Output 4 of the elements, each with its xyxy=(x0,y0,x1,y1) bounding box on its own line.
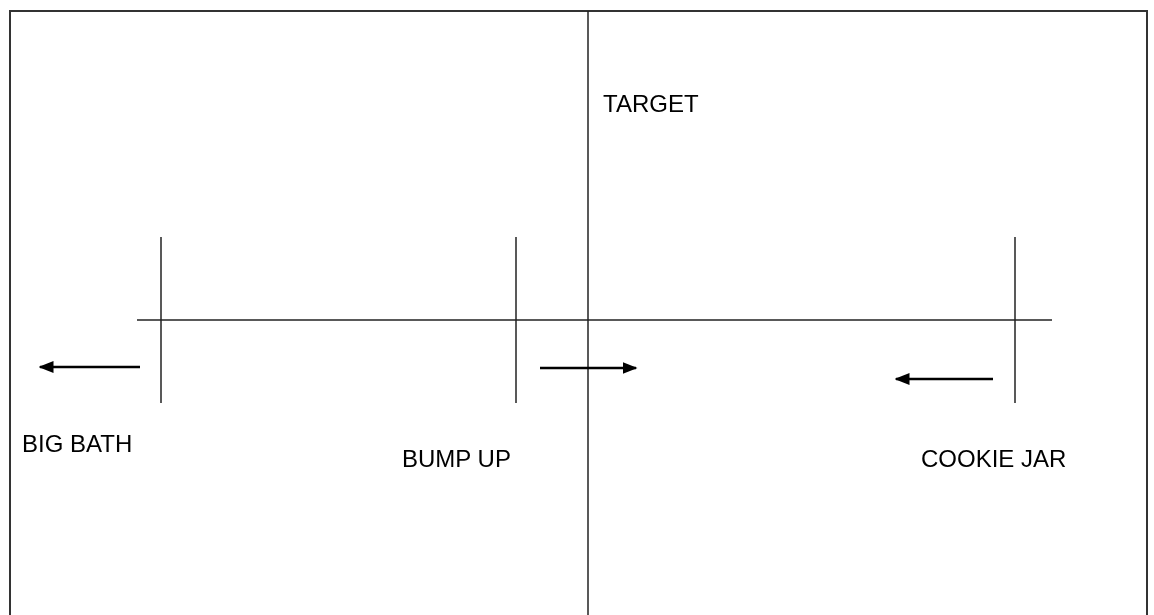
label-text: BUMP UP xyxy=(402,444,511,474)
label-text: COOKIE JAR xyxy=(921,444,1067,474)
label-text: BIG BATH xyxy=(22,429,133,459)
label-text: TARGET xyxy=(603,89,699,119)
